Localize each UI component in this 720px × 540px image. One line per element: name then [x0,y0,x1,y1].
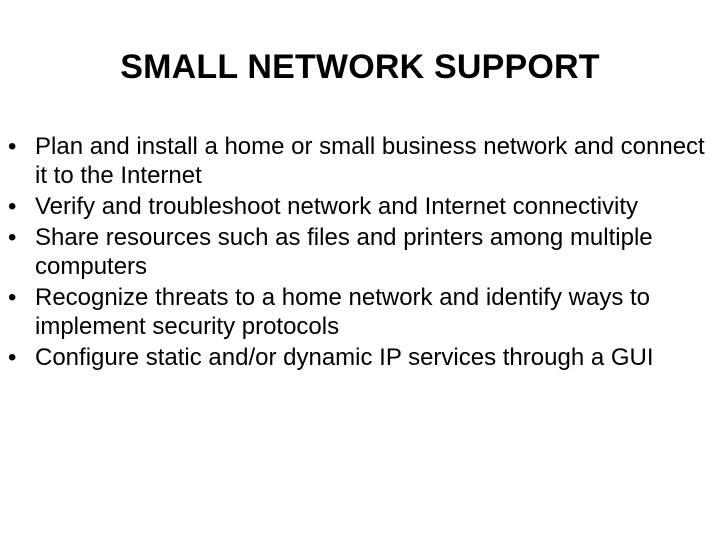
bullet-dot-icon: • [8,284,17,311]
bullet-list: • Plan and install a home or small busin… [8,132,714,374]
bullet-item: • Configure static and/or dynamic IP ser… [8,343,714,372]
bullet-text: Verify and troubleshoot network and Inte… [35,193,639,220]
bullet-text: Plan and install a home or small busines… [35,133,705,189]
bullet-dot-icon: • [8,193,17,220]
bullet-dot-icon: • [8,344,17,371]
bullet-item: • Share resources such as files and prin… [8,223,714,281]
bullet-dot-icon: • [8,224,17,251]
slide-title: SMALL NETWORK SUPPORT [120,48,600,86]
bullet-text: Share resources such as files and printe… [35,224,653,280]
bullet-text: Recognize threats to a home network and … [35,284,650,340]
bullet-item: • Recognize threats to a home network an… [8,283,714,341]
bullet-item: • Plan and install a home or small busin… [8,132,714,190]
bullet-dot-icon: • [8,133,17,160]
bullet-item: • Verify and troubleshoot network and In… [8,192,714,221]
bullet-text: Configure static and/or dynamic IP servi… [35,344,654,371]
